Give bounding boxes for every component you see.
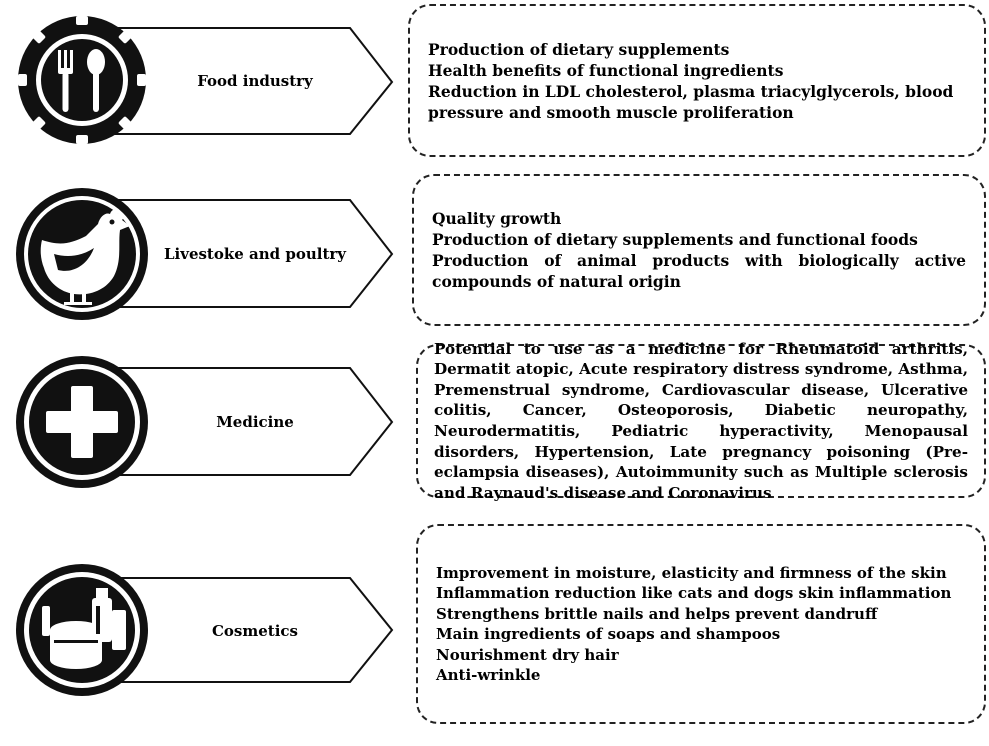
benefit-item: Quality growth [432, 209, 562, 228]
benefit-item: Strengthens brittle nails and helps prev… [436, 604, 878, 623]
category-label: Livestoke and poultry [163, 245, 347, 263]
benefit-item: Inflammation reduction like cats and dog… [436, 584, 952, 602]
category-label: Cosmetics [211, 622, 298, 640]
benefits-box: Quality growth Production of dietary sup… [412, 174, 986, 326]
benefit-item: Nourishment dry hair [436, 645, 619, 664]
benefit-item: Production of dietary supplements and fu… [432, 230, 918, 249]
benefit-item: Health benefits of functional ingredient… [428, 60, 784, 80]
benefits-box: Improvement in moisture, elasticity and … [416, 524, 986, 724]
benefits-box: Production of dietary supplements Health… [408, 4, 986, 157]
benefit-item: Anti-wrinkle [436, 666, 541, 684]
benefit-item: Production of dietary supplements [428, 39, 730, 59]
benefit-item: Improvement in moisture, elasticity and … [436, 563, 947, 582]
benefit-item: Production of animal products with biolo… [432, 251, 966, 291]
cosmetics-jars-icon [12, 560, 152, 700]
fork-spoon-icon [12, 10, 152, 150]
benefit-item: Reduction in LDL cholesterol, plasma tri… [428, 81, 954, 122]
chicken-icon [12, 184, 152, 324]
benefit-item: Main ingredients of soaps and shampoos [436, 625, 781, 643]
benefit-item: Potential to use as a medicine for Rheum… [434, 339, 968, 502]
benefits-box: Potential to use as a medicine for Rheum… [416, 340, 986, 502]
medical-cross-icon [12, 352, 152, 492]
category-label: Food industry [197, 72, 313, 90]
category-label: Medicine [216, 413, 294, 431]
